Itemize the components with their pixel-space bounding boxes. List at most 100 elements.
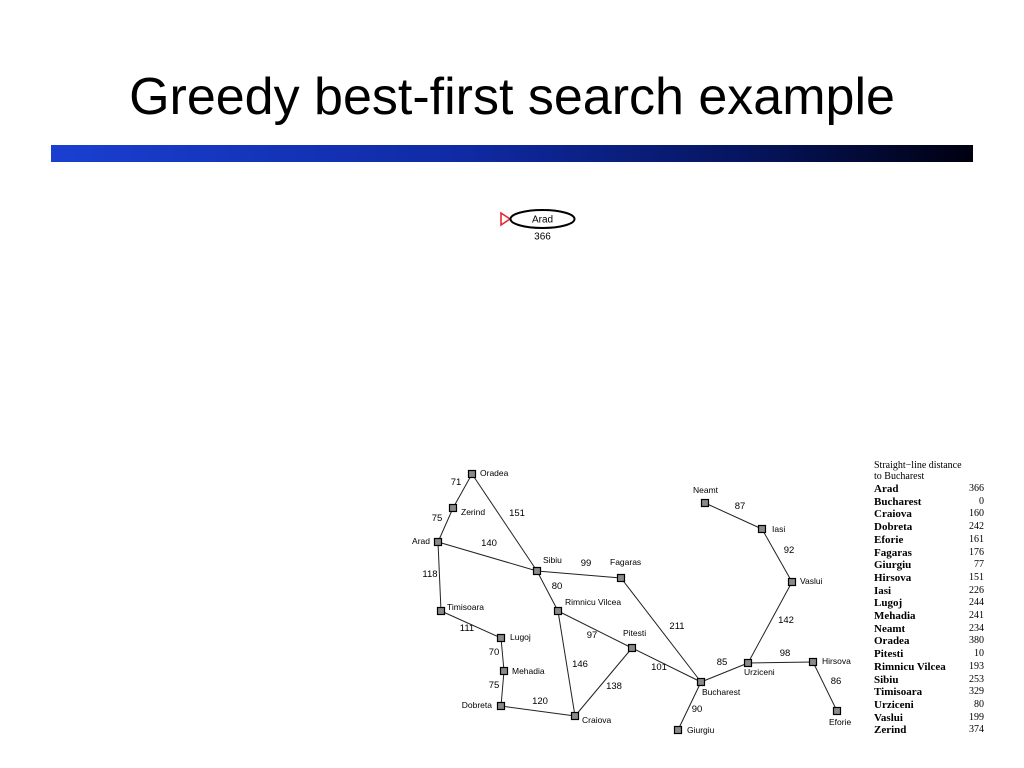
road-distance-label: 75 <box>432 513 443 524</box>
road-arad-sibiu <box>437 541 538 572</box>
city-label-zerind: Zerind <box>461 507 485 517</box>
road-zerind-arad <box>437 507 454 543</box>
table-city-name: Sibiu <box>874 673 899 686</box>
table-city-name: Hirsova <box>874 571 912 584</box>
city-nodes-layer <box>433 469 842 735</box>
road-iasi-neamt <box>704 502 763 530</box>
road-distance-label: 140 <box>481 538 497 549</box>
city-label-giurgiu: Giurgiu <box>687 725 715 735</box>
road-distance-label: 101 <box>651 662 667 673</box>
straight-line-distance-table: Straight−line distance to Bucharest Arad… <box>874 460 984 737</box>
road-urziceni-hirsova <box>747 661 814 664</box>
table-city-name: Vaslui <box>874 711 903 724</box>
table-row: Lugoj 244 <box>874 597 984 610</box>
road-rimnicu-vilcea-craiova <box>557 610 576 717</box>
road-distance-label: 118 <box>422 569 437 580</box>
road-distance-label: 75 <box>489 680 500 691</box>
road-sibiu-rimnicu-vilcea <box>536 570 559 612</box>
road-oradea-sibiu <box>471 473 538 572</box>
table-distance-value: 160 <box>969 508 984 520</box>
search-node-label: Arad <box>532 215 553 226</box>
city-node-timisoara <box>436 606 446 616</box>
road-distance-label: 151 <box>509 508 525 519</box>
road-distance-label: 70 <box>489 647 500 658</box>
table-city-name: Craiova <box>874 508 912 521</box>
table-distance-value: 366 <box>969 483 984 494</box>
road-distance-label: 138 <box>606 681 622 692</box>
city-node-bucharest <box>696 677 706 687</box>
search-tree: Arad 366 <box>500 209 576 243</box>
table-city-name: Timisoara <box>874 686 923 699</box>
table-distance-value: 380 <box>969 635 984 647</box>
table-city-name: Lugoj <box>874 597 903 610</box>
table-heading-line1: Straight−line distance <box>874 460 962 471</box>
road-craiova-pitesti <box>574 647 633 717</box>
road-hirsova-eforie <box>812 661 838 712</box>
city-label-vaslui: Vaslui <box>800 576 823 586</box>
roads-layer <box>437 473 838 731</box>
city-node-lugoj <box>496 633 506 643</box>
table-distance-value: 329 <box>969 686 984 698</box>
table-distance-value: 10 <box>974 648 984 660</box>
road-arad-timisoara <box>437 541 442 612</box>
city-node-fagaras <box>616 573 626 583</box>
road-dobreta-craiova <box>500 705 576 717</box>
city-node-sibiu <box>532 566 542 576</box>
city-node-zerind <box>448 503 458 513</box>
road-distance-label: 211 <box>669 621 684 632</box>
table-distance-value: 241 <box>969 610 984 622</box>
road-distance-label: 99 <box>581 558 592 569</box>
table-city-name: Dobreta <box>874 521 913 534</box>
city-label-lugoj: Lugoj <box>510 632 531 642</box>
table-distance-value: 80 <box>974 698 984 710</box>
table-distance-value: 244 <box>969 597 984 609</box>
road-distance-label: 98 <box>780 648 791 659</box>
city-label-dobreta: Dobreta <box>462 700 493 710</box>
table-city-name: Neamt <box>874 622 906 635</box>
city-label-craiova: Craiova <box>582 715 612 725</box>
table-row: Timisoara 329 <box>874 686 984 699</box>
city-label-timisoara: Timisoara <box>447 602 484 612</box>
city-node-oradea <box>467 469 477 479</box>
table-row: Pitesti 10 <box>874 648 984 661</box>
road-distance-label: 97 <box>587 630 598 641</box>
road-distance-label: 146 <box>572 659 588 670</box>
city-label-sibiu: Sibiu <box>543 555 562 565</box>
table-city-name: Pitesti <box>874 648 904 661</box>
table-distance-value: 374 <box>969 724 984 736</box>
road-distance-label: 86 <box>831 676 842 687</box>
city-label-eforie: Eforie <box>829 717 851 727</box>
road-lugoj-mehadia <box>500 637 505 672</box>
table-distance-value: 226 <box>969 584 984 596</box>
road-distance-label: 120 <box>532 696 548 707</box>
table-heading: Straight−line distance to Bucharest <box>874 460 984 482</box>
road-distance-label: 90 <box>692 704 703 715</box>
road-distance-label: 85 <box>717 657 728 668</box>
road-rimnicu-vilcea-pitesti <box>557 610 633 649</box>
table-city-name: Fagaras <box>874 546 912 559</box>
city-node-craiova <box>570 711 580 721</box>
city-label-urziceni: Urziceni <box>744 667 775 677</box>
city-node-arad <box>433 537 443 547</box>
city-labels-layer: OradeaZerindAradTimisoaraLugojMehadiaDob… <box>412 468 851 735</box>
road-vaslui-iasi <box>761 528 793 583</box>
city-node-pitesti <box>627 643 637 653</box>
table-distance-value: 253 <box>969 673 984 685</box>
search-node-value: 366 <box>534 232 551 243</box>
city-node-urziceni <box>743 658 753 668</box>
city-label-fagaras: Fagaras <box>610 557 641 567</box>
road-distance-label: 80 <box>552 581 563 592</box>
title-underline-bar <box>51 145 973 162</box>
road-bucharest-giurgiu <box>677 681 702 731</box>
